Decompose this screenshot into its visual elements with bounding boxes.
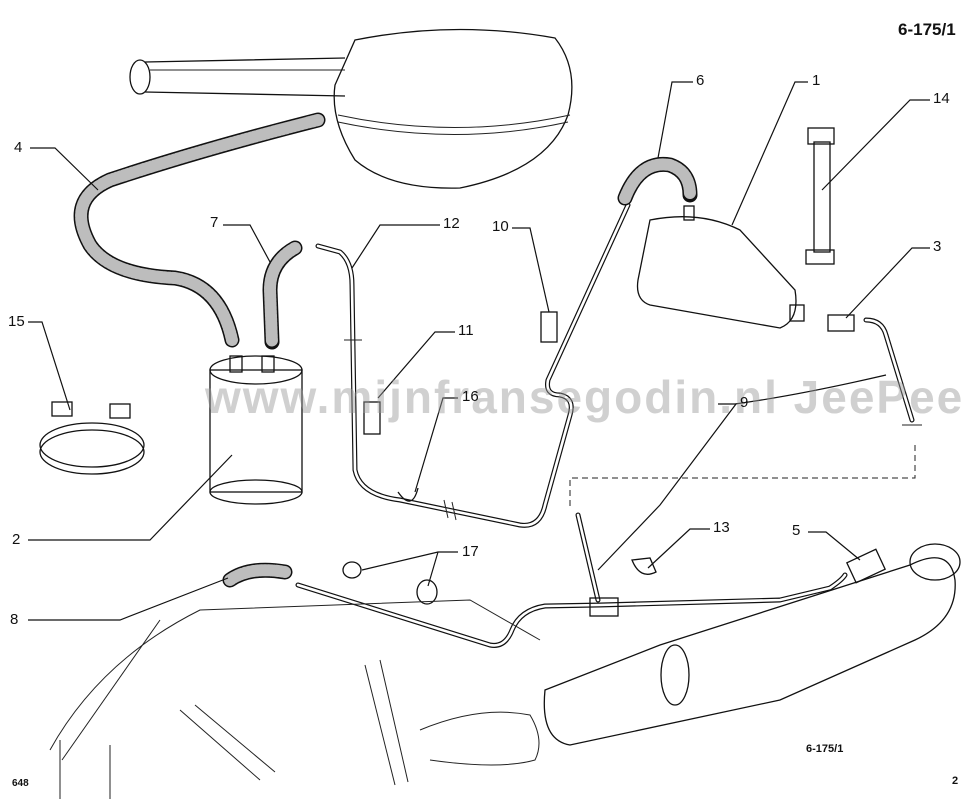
callout-8: 8 xyxy=(10,611,19,628)
callout-12: 12 xyxy=(443,215,460,232)
callout-10: 10 xyxy=(492,218,509,235)
fuel-tank-outline xyxy=(49,599,541,799)
sleeve-3 xyxy=(827,314,855,332)
callout-15: 15 xyxy=(8,313,25,330)
hose-5 xyxy=(845,548,887,584)
callout-5: 5 xyxy=(792,522,801,539)
pipe-12 xyxy=(315,202,631,528)
watermark: www.mijnfransegodin.nl JeePee xyxy=(205,371,965,423)
page-code-right: 2 xyxy=(952,775,959,787)
pipe-9-upper xyxy=(863,317,922,426)
callout-17: 17 xyxy=(462,543,479,560)
leader-lines xyxy=(28,81,930,621)
callout-2: 2 xyxy=(12,531,21,548)
callout-1: 1 xyxy=(812,72,821,89)
hose-4 xyxy=(73,112,326,348)
grommet-17b xyxy=(416,579,438,605)
callout-9: 9 xyxy=(740,394,749,411)
sleeve-11 xyxy=(363,401,381,435)
clamp-15 xyxy=(39,401,145,475)
callout-3: 3 xyxy=(933,238,942,255)
pipe-8 xyxy=(222,512,848,648)
callout-16: 16 xyxy=(462,388,479,405)
strap-14 xyxy=(805,127,835,265)
drawing-code-bottom: 6-175/1 xyxy=(806,743,844,755)
hose-6 xyxy=(617,156,698,206)
page-code-left: 648 xyxy=(12,778,29,789)
filler-neck xyxy=(543,543,961,746)
callout-4: 4 xyxy=(14,139,23,156)
callout-13: 13 xyxy=(713,519,730,536)
callout-14: 14 xyxy=(933,90,950,107)
vapor-separator-1 xyxy=(636,205,805,329)
dashed-connection xyxy=(569,445,916,510)
hose-7 xyxy=(262,240,303,350)
clip-13 xyxy=(631,557,657,575)
callout-7: 7 xyxy=(210,214,219,231)
grommet-17a xyxy=(342,561,362,579)
callout-11: 11 xyxy=(458,322,474,339)
charcoal-canister-2 xyxy=(209,355,303,505)
drawing-code-top: 6-175/1 xyxy=(898,20,956,39)
callout-6: 6 xyxy=(696,72,705,89)
sleeve-10 xyxy=(540,311,558,343)
air-filter-housing xyxy=(129,28,573,189)
